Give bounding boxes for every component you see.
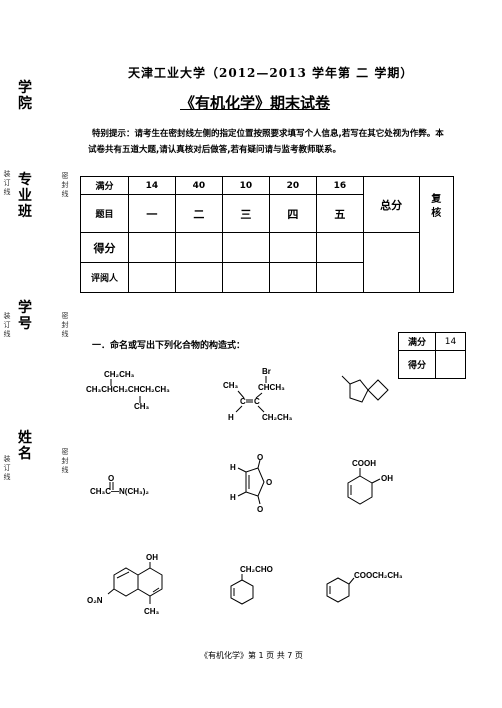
grader-input-cell[interactable] [127, 262, 176, 293]
c1-chain: CH₃CHCH₂CHCH₂CH₃ [86, 385, 170, 394]
c3-spiro-structure [341, 375, 389, 403]
c8-cho: CH₂CHO [240, 565, 273, 574]
question-cell: 四 [268, 194, 317, 233]
c2-c-left: C [240, 397, 246, 406]
full-score-label: 满分 [80, 176, 129, 195]
grader-input-cell[interactable] [268, 262, 317, 293]
score-input-cell[interactable] [221, 232, 270, 263]
exam-title: 《有机化学》期末试卷 [180, 94, 331, 112]
mini-full-label: 满分 [398, 332, 436, 351]
review-label: 复核 [418, 176, 455, 293]
c5-h-top: H [230, 463, 236, 472]
total-input-cell[interactable] [362, 232, 420, 293]
score-input-cell[interactable] [127, 232, 176, 263]
score-input-cell[interactable] [174, 232, 223, 263]
section1-title: 一．命名或写出下列化合物的构造式： [92, 341, 246, 351]
question-label: 题目 [80, 194, 129, 233]
c2-br: Br [262, 367, 271, 376]
bind-line-mark: 装订线 [3, 455, 11, 481]
bind-line-mark: 装订线 [3, 312, 11, 338]
review-text: 复核 [431, 194, 442, 219]
field-major-label: 专业班 [18, 172, 32, 220]
mini-score-label: 得分 [398, 350, 436, 379]
c9-ester-structure: COOCH₂CH₃ [326, 571, 403, 603]
full-score-cell: 14 [127, 176, 176, 195]
full-score-cell: 40 [174, 176, 223, 195]
full-score-cell: 20 [268, 176, 317, 195]
grader-input-cell[interactable] [315, 262, 364, 293]
c2-ch3: CH₃ [223, 381, 239, 390]
exam-notice: 特别提示：请考生在密封线左侧的指定位置按照要求填写个人信息,若写在其它处视为作弊… [88, 129, 444, 155]
c8-phenylacetaldehyde-structure: CH₂CHO [230, 565, 273, 605]
c9-ester: COOCH₂CH₃ [354, 571, 403, 580]
c6-salicylic-structure: COOH OH [347, 459, 393, 505]
university-header: 天津工业大学（2012—2013 学年第 二 学期） [128, 66, 414, 80]
c5-o-ring: O [266, 478, 272, 487]
question-cell: 二 [174, 194, 223, 233]
score-input-cell[interactable] [315, 232, 364, 263]
page-footer: 《有机化学》第 1 页 共 7 页 [200, 651, 303, 660]
field-id-label: 学号 [18, 300, 32, 332]
seal-line-mark: 密封线 [61, 172, 69, 198]
full-score-cell: 16 [315, 176, 364, 195]
c7-naphthalene-structure: OH O₂N CH₃ [87, 553, 163, 616]
c2-structure: Br CH₃ CHCH₃ C C H CH₂CH₃ [223, 367, 293, 422]
grader-input-cell[interactable] [221, 262, 270, 293]
c5-o-top: O [257, 454, 263, 462]
c6-oh: OH [381, 474, 393, 483]
field-name-label: 姓名 [18, 430, 32, 462]
c2-c-right: C [254, 397, 260, 406]
c1-bonds [110, 379, 141, 403]
grader-label: 评阅人 [80, 262, 129, 293]
c1-ethyl: CH₂CH₃ [104, 370, 135, 379]
score-label: 得分 [80, 232, 129, 263]
question-cell: 五 [315, 194, 364, 233]
c7-oh: OH [146, 553, 158, 562]
c7-no2: O₂N [87, 596, 103, 605]
total-label: 总分 [362, 176, 420, 233]
field-college-label: 学院 [18, 80, 32, 112]
bind-line-mark: 装订线 [3, 170, 11, 196]
seal-line-mark: 密封线 [61, 448, 69, 474]
c2-h: H [228, 413, 234, 422]
seal-line-mark: 密封线 [61, 312, 69, 338]
c7-ch3: CH₃ [144, 607, 160, 616]
grader-input-cell[interactable] [174, 262, 223, 293]
score-input-cell[interactable] [268, 232, 317, 263]
question-cell: 一 [127, 194, 176, 233]
c5-anhydride-structure: H H O O O [230, 454, 272, 514]
c2-chch3: CHCH₃ [258, 383, 285, 392]
c4-oxygen: O [108, 474, 115, 483]
c5-o-bottom: O [257, 505, 263, 514]
c6-cooh: COOH [352, 459, 376, 468]
c4-double-bond [109, 482, 114, 490]
mini-score-input[interactable] [435, 350, 466, 379]
section1-score-table: 满分 14 得分 [398, 332, 466, 379]
c2-ch2ch3: CH₂CH₃ [262, 413, 293, 422]
full-score-cell: 10 [221, 176, 270, 195]
question-cell: 三 [221, 194, 270, 233]
c4-formula: CH₃C—N(CH₃)₂ [90, 487, 149, 496]
mini-full-value: 14 [435, 332, 466, 351]
c5-h-bottom: H [230, 493, 236, 502]
c1-methyl: CH₃ [134, 402, 150, 411]
score-table: 满分 14 40 10 20 16 总分 复核 题目 一 二 三 四 五 得分 … [80, 176, 455, 293]
